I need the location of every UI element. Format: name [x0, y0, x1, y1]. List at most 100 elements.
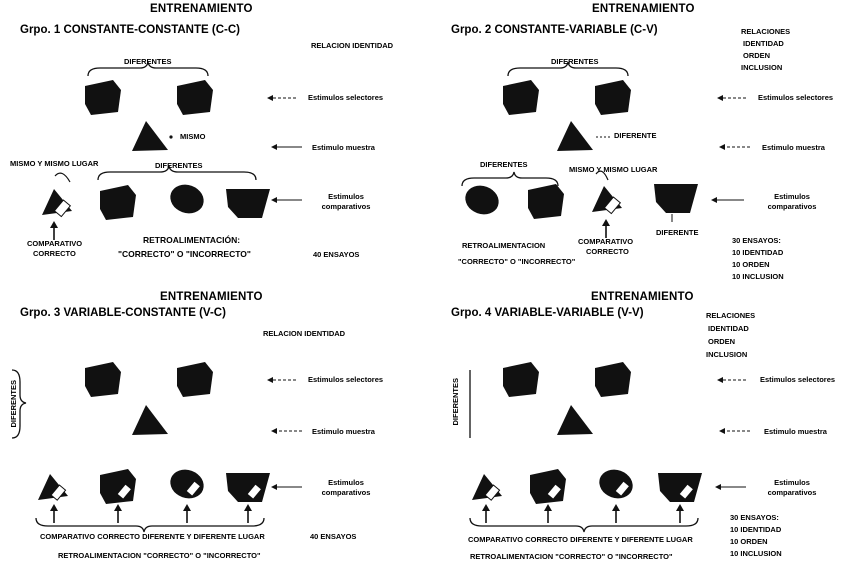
- panel4-trials-3: 10 INCLUSION: [730, 549, 782, 558]
- panel1-comparison-3: [166, 180, 208, 218]
- panel2-trials-3: 10 INCLUSION: [732, 272, 784, 281]
- panel2-correct-2: CORRECTO: [586, 247, 629, 256]
- panel4-graphics: [469, 362, 750, 533]
- panel4-sample: [557, 405, 593, 435]
- panel1-graphics: [42, 61, 302, 241]
- panel4-selector-left: [503, 362, 539, 397]
- panel2-comparison-correct: [592, 186, 622, 215]
- panel4-sample-label: Estimulo muestra: [764, 427, 827, 436]
- panel2-heading: ENTRENAMIENTO: [592, 3, 695, 15]
- panel1-selectors-label: Estimulos selectores: [308, 93, 384, 102]
- panel3-correct-line: COMPARATIVO CORRECTO DIFERENTE Y DIFEREN…: [40, 532, 265, 541]
- panel2-comparison-4: [654, 184, 698, 213]
- panel1-diferentes-top: DIFERENTES: [124, 57, 172, 66]
- panel2-diferentes-top: DIFERENTES: [551, 57, 599, 66]
- panel4-relations-1: IDENTIDAD: [708, 324, 749, 333]
- panel1-selector-right: [177, 80, 213, 115]
- panel1-mismo-lugar: MISMO Y MISMO LUGAR: [10, 159, 99, 168]
- panel2-mismo-lugar: MISMO Y MISMO LUGAR: [569, 165, 658, 174]
- panel4-relations-0: RELACIONES: [706, 311, 756, 320]
- panel2-graphics: [461, 61, 750, 239]
- panel3-graphics: [11, 362, 302, 533]
- panel1-comparisons-brace: [97, 165, 257, 181]
- panel3-trials: 40 ENSAYOS: [310, 532, 357, 541]
- panel3-comparison-4: [226, 473, 270, 502]
- panel3-selectors-label: Estimulos selectores: [308, 375, 384, 384]
- panel1-correct-1: COMPARATIVO: [27, 239, 83, 248]
- panel2-comparison-label-1: Estimulos: [774, 192, 810, 201]
- panel2-trials-1: 10 IDENTIDAD: [732, 248, 784, 257]
- panel1-comparison-4: [226, 189, 270, 218]
- panel4-comparison-label-2: comparativos: [767, 488, 817, 497]
- panel4-trials-1: 10 IDENTIDAD: [730, 525, 782, 534]
- panel4-correct-line: COMPARATIVO CORRECTO DIFERENTE Y DIFEREN…: [468, 535, 693, 544]
- panel2-correct-arrow: [601, 218, 611, 239]
- panel1-comparison-label-1: Estimulos: [328, 192, 364, 201]
- panel3-sample-label: Estimulo muestra: [312, 427, 375, 436]
- panel2-comparison-1: [461, 181, 503, 219]
- panel4-comparison-3: [595, 465, 637, 503]
- panel1-heading: ENTRENAMIENTO: [150, 3, 253, 15]
- panel2-comparison-2: [528, 184, 564, 219]
- panel1-feedback-1: RETROALIMENTACIÓN:: [143, 235, 241, 245]
- panel4-trials-0: 30 ENSAYOS:: [730, 513, 779, 522]
- panel1-relation: RELACION IDENTIDAD: [311, 41, 394, 50]
- panel2-relations-0: RELACIONES: [741, 27, 791, 36]
- panel3-comparison-3: [166, 465, 208, 503]
- panel2-diferente-right: DIFERENTE: [656, 228, 699, 237]
- panel2-relations-3: INCLUSION: [741, 63, 783, 72]
- panel2-selector-right: [595, 80, 631, 115]
- panel1-comparison-2: [100, 185, 136, 220]
- panel1-feedback-2: "CORRECTO" O "INCORRECTO": [118, 249, 251, 259]
- panel2-feedback-2: "CORRECTO" O "INCORRECTO": [458, 257, 576, 266]
- panel1-sample: [132, 121, 168, 151]
- panel4-selector-right: [595, 362, 631, 397]
- panel4-title: Grpo. 4 VARIABLE-VARIABLE (V-V): [451, 307, 644, 319]
- panel2-sample: [557, 121, 593, 151]
- panel1-sample-label: Estimulo muestra: [312, 143, 375, 152]
- panel3-selector-right: [177, 362, 213, 397]
- panel1-comparison-label-2: comparativos: [321, 202, 371, 211]
- panel1-selectors-brace: [87, 61, 209, 77]
- panel1-trials: 40 ENSAYOS: [313, 250, 360, 259]
- panel4-comparison-2: [530, 469, 566, 504]
- panel3-heading: ENTRENAMIENTO: [160, 291, 263, 303]
- panel4-diferentes-side: DIFERENTES: [451, 377, 461, 426]
- panel4-selectors-label: Estimulos selectores: [760, 375, 836, 384]
- panel1-correct-2: CORRECTO: [33, 249, 76, 258]
- panel1-comparison-correct: [42, 189, 72, 218]
- panel2-title: Grpo. 2 CONSTANTE-VARIABLE (C-V): [451, 24, 658, 36]
- panel1-diferentes-bottom: DIFERENTES: [155, 161, 203, 170]
- panel4-relations-2: ORDEN: [708, 337, 736, 346]
- panel2-trials-0: 30 ENSAYOS:: [732, 236, 781, 245]
- panel2-diferente-sample: DIFERENTE: [614, 131, 657, 140]
- panel3-comparison-label-1: Estimulos: [328, 478, 364, 487]
- panel1-title: Grpo. 1 CONSTANTE-CONSTANTE (C-C): [20, 24, 240, 36]
- panel4-heading: ENTRENAMIENTO: [591, 291, 694, 303]
- panel2-sample-label: Estimulo muestra: [762, 143, 825, 152]
- panel4-comparison-4: [658, 473, 702, 502]
- panel1-selector-left: [85, 80, 121, 115]
- panel1-correct-arrow: [49, 220, 59, 241]
- panel3-comparison-label-2: comparativos: [321, 488, 371, 497]
- panel3-diferentes-side: DIFERENTES: [9, 379, 19, 428]
- panel2-comparison-label-2: comparativos: [767, 202, 817, 211]
- panel2-selector-left: [503, 80, 539, 115]
- panel3-relation: RELACION IDENTIDAD: [263, 329, 346, 338]
- panel4-comparison-1: [472, 474, 502, 501]
- panel2-trials-2: 10 ORDEN: [732, 260, 770, 269]
- panel4-trials-2: 10 ORDEN: [730, 537, 768, 546]
- panel3-title: Grpo. 3 VARIABLE-CONSTANTE (V-C): [20, 307, 226, 319]
- panel3-feedback: RETROALIMENTACION "CORRECTO" O "INCORREC…: [58, 551, 261, 560]
- panel2-relations-1: IDENTIDAD: [743, 39, 784, 48]
- panel2-selectors-label: Estimulos selectores: [758, 93, 834, 102]
- panel2-feedback-1: RETROALIMENTACION: [462, 241, 546, 250]
- panel3-comparison-1: [38, 474, 68, 501]
- panel4-feedback: RETROALIMENTACION "CORRECTO" O "INCORREC…: [470, 552, 673, 561]
- panel3-selector-left: [85, 362, 121, 397]
- panel1-mismo: MISMO: [180, 132, 206, 141]
- panel2-diferentes-left: DIFERENTES: [480, 160, 528, 169]
- panel4-relations-3: INCLUSION: [706, 350, 748, 359]
